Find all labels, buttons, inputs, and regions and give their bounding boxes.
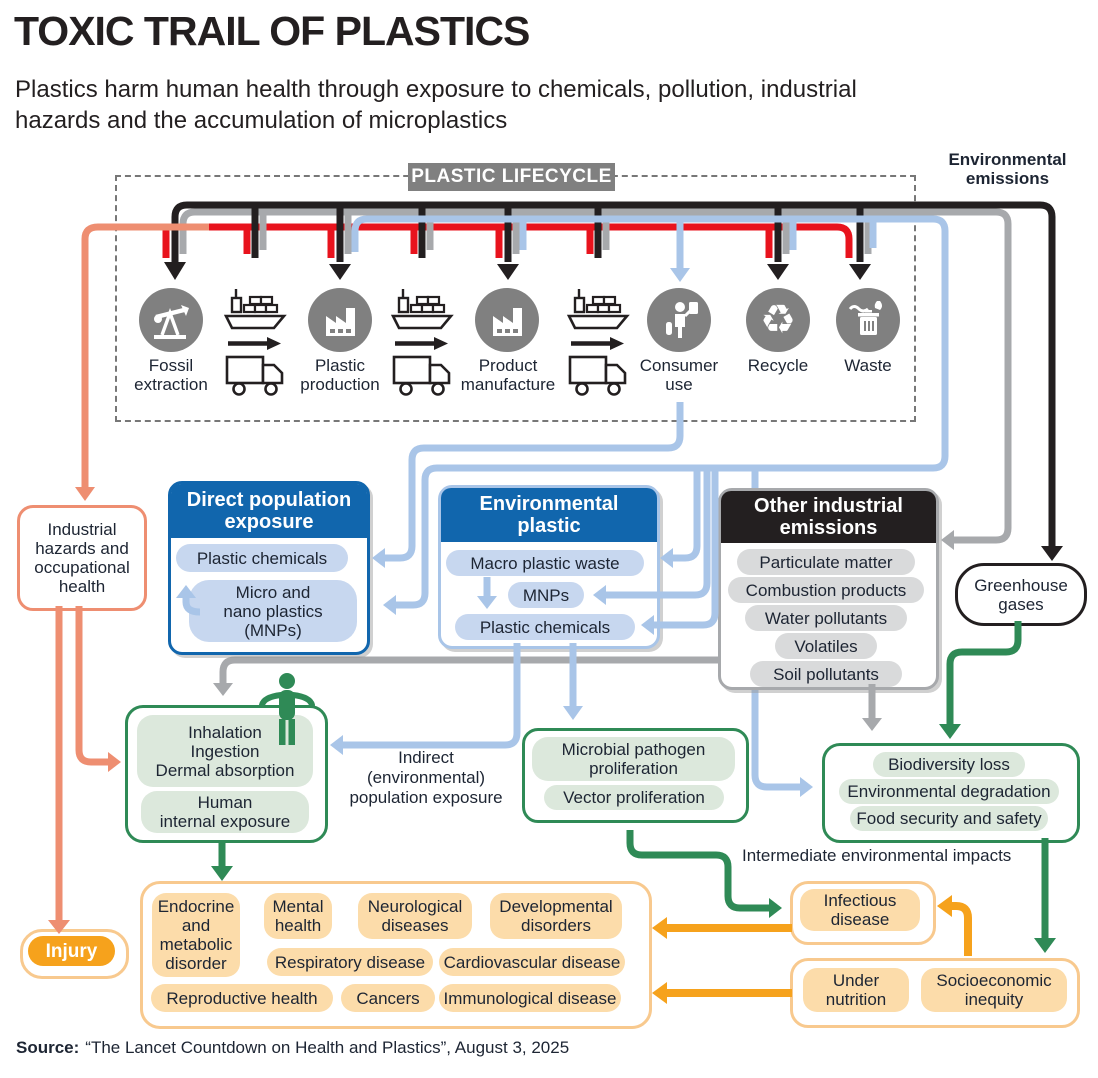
pill-mnps: MNPs	[508, 582, 584, 608]
pill-socioeconomic-inequity: Socioeconomic inequity	[921, 968, 1067, 1012]
pill-plastic-chemicals-direct: Plastic chemicals	[176, 544, 348, 572]
ship-icon	[223, 289, 287, 330]
stage-plastic-production	[308, 288, 372, 352]
pill-cardiovascular: Cardiovascular disease	[439, 948, 625, 976]
transport-arrow-icon	[571, 337, 624, 350]
pathogens-box: Microbial pathogen proliferation Vector …	[522, 728, 749, 823]
source-prefix: Source:	[16, 1038, 80, 1057]
pill-cancers: Cancers	[341, 984, 435, 1012]
direct-population-exposure-title: Direct population exposure	[171, 484, 367, 538]
pill-food-security: Food security and safety	[850, 806, 1048, 831]
pill-macro-plastic-waste: Macro plastic waste	[446, 550, 644, 576]
stage-product-manufacture	[475, 288, 539, 352]
indirect-exposure-label: Indirect (environmental) population expo…	[349, 748, 503, 807]
oil-pump-icon	[154, 305, 189, 339]
person-icon	[259, 673, 315, 745]
pill-immunological: Immunological disease	[439, 984, 621, 1012]
pill-injury: Injury	[28, 936, 115, 966]
pill-microbial-pathogen: Microbial pathogen proliferation	[532, 737, 735, 781]
pill-micro-nano-plastics: Micro and nano plastics (MNPs)	[189, 580, 357, 642]
environmental-plastic-box: Environmental plastic Macro plastic wast…	[438, 485, 660, 649]
pill-neurological: Neurological diseases	[358, 893, 472, 939]
pill-soil-pollutants: Soil pollutants	[750, 661, 902, 687]
direct-population-exposure-box: Direct population exposure Plastic chemi…	[168, 481, 370, 655]
stage-label-production: Plastic production	[300, 356, 380, 394]
page-subtitle: Plastics harm human health through expos…	[15, 76, 857, 134]
other-industrial-emissions-title: Other industrial emissions	[721, 491, 936, 543]
pill-volatiles: Volatiles	[775, 633, 877, 659]
greenhouse-gases-box: Greenhouse gases	[955, 563, 1087, 626]
factory-icon	[326, 308, 355, 336]
page-title: TOXIC TRAIL OF PLASTICS	[14, 8, 530, 54]
pill-vector-proliferation: Vector proliferation	[544, 785, 724, 810]
transport-arrow-icon	[395, 337, 448, 350]
stage-label-fossil: Fossil extraction	[134, 356, 208, 394]
intermediate-impacts-label: Intermediate environmental impacts	[742, 846, 1012, 865]
pill-water-pollutants: Water pollutants	[745, 605, 907, 631]
pill-combustion-products: Combustion products	[728, 577, 924, 603]
stage-recycle: ♻	[746, 288, 810, 352]
blue-arrowhead	[800, 777, 813, 797]
factory-icon	[493, 308, 522, 336]
gray-arrowhead	[213, 683, 233, 696]
truck-icon	[392, 355, 451, 396]
truck-icon	[225, 355, 284, 396]
stage-waste	[836, 288, 900, 352]
environmental-emissions-label: Environmental emissions	[948, 150, 1067, 188]
other-industrial-emissions-box: Other industrial emissions Particulate m…	[718, 488, 939, 690]
transport-arrow-icon	[228, 337, 281, 350]
pill-endocrine: Endocrine and metabolic disorder	[152, 893, 240, 977]
stage-fossil-extraction	[139, 288, 203, 352]
injury-box: Injury	[20, 929, 129, 979]
pill-developmental: Developmental disorders	[490, 893, 622, 939]
pill-under-nutrition: Under nutrition	[803, 968, 909, 1012]
stage-label-manufacture: Product manufacture	[460, 356, 556, 394]
pill-mental-health: Mental health	[264, 893, 332, 939]
infectious-disease-box: Infectious disease	[790, 881, 936, 945]
pill-environmental-degradation: Environmental degradation	[839, 779, 1059, 804]
stage-consumer-use	[647, 288, 711, 352]
pill-infectious-disease: Infectious disease	[800, 889, 920, 931]
pill-reproductive: Reproductive health	[151, 984, 333, 1012]
social-outcomes-box: Under nutrition Socioeconomic inequity	[790, 958, 1080, 1028]
stage-label-waste: Waste	[844, 356, 892, 375]
ship-icon	[566, 289, 630, 330]
environmental-impacts-box: Biodiversity loss Environmental degradat…	[822, 743, 1080, 843]
source-line: Source: “The Lancet Countdown on Health a…	[16, 1038, 569, 1058]
pill-biodiversity-loss: Biodiversity loss	[873, 752, 1025, 777]
health-outcomes-box: Endocrine and metabolic disorder Mental …	[140, 881, 652, 1029]
industrial-hazards-box: Industrial hazards and occupational heal…	[17, 505, 147, 611]
waste-icon	[848, 301, 882, 335]
environmental-plastic-title: Environmental plastic	[441, 488, 657, 542]
pill-respiratory: Respiratory disease	[267, 948, 433, 976]
plastic-lifecycle-label: PLASTIC LIFECYCLE	[408, 163, 615, 191]
pill-human-internal-exposure: Human internal exposure	[141, 791, 309, 833]
source-text: “The Lancet Countdown on Health and Plas…	[85, 1038, 570, 1057]
consumer-icon	[666, 302, 698, 338]
pill-particulate-matter: Particulate matter	[737, 549, 915, 575]
ship-icon	[390, 289, 454, 330]
pill-plastic-chemicals-env: Plastic chemicals	[455, 614, 635, 640]
recycle-icon: ♻	[760, 297, 796, 343]
